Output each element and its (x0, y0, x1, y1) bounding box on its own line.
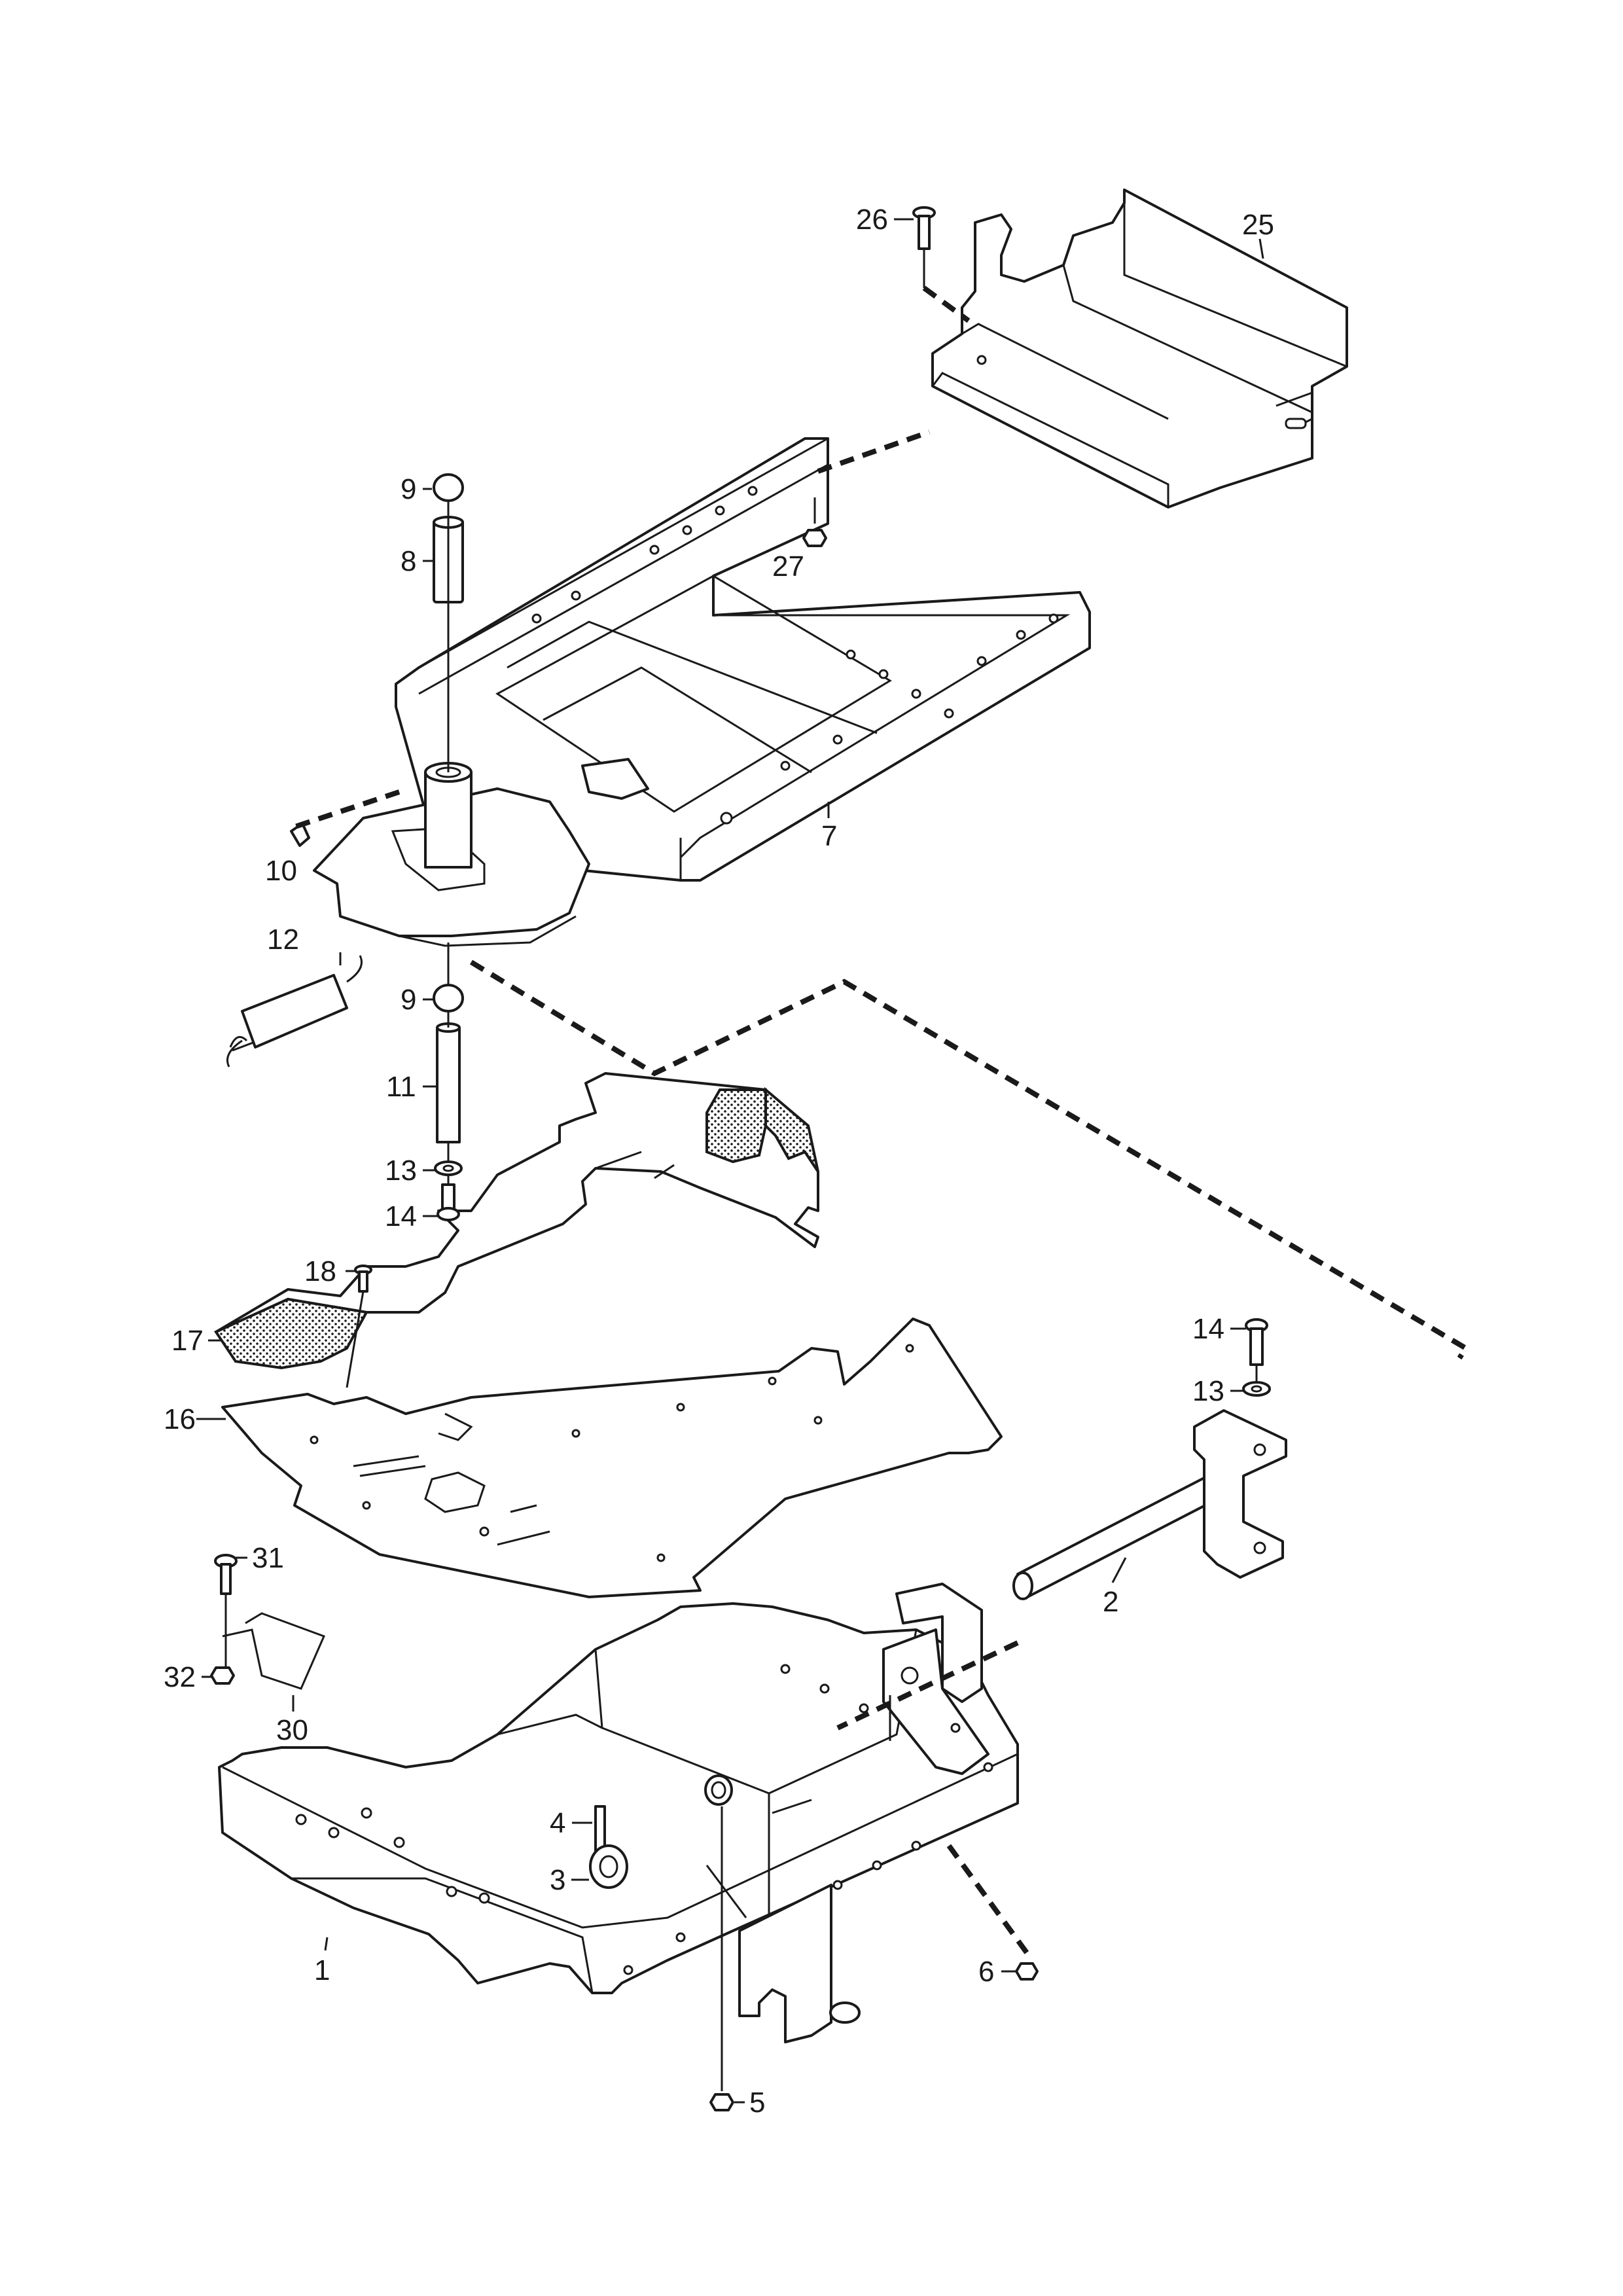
part-26-bolt (912, 206, 936, 250)
callout-17: 17 (171, 1325, 204, 1357)
part-12-spring (226, 955, 363, 1067)
callout-3: 3 (550, 1864, 565, 1896)
callout-18: 18 (304, 1255, 336, 1287)
callout-5: 5 (749, 2087, 765, 2119)
floor-plate-holes (310, 1344, 914, 1562)
frame-holes (531, 486, 1059, 825)
callout-30: 30 (276, 1714, 308, 1746)
part-6-nut (1015, 1962, 1039, 1981)
part-3-bushing (589, 1844, 628, 1889)
part-5-nut (709, 2093, 734, 2111)
callout-14-lower: 14 (385, 1200, 417, 1232)
part-13-washer-upper (1242, 1381, 1271, 1397)
chassis-holes (295, 1664, 993, 1975)
part-30-wire-clip (222, 1612, 326, 1690)
callout-16: 16 (164, 1403, 196, 1435)
part-14-bolt-upper (1245, 1318, 1268, 1366)
assembly-dashed-lines (290, 285, 1470, 1956)
callout-labels: 26 25 9 8 27 7 10 12 9 11 13 14 18 17 16… (164, 204, 1274, 2119)
part-9-lower-cap (433, 984, 464, 1013)
part-14-bolt-lower (437, 1183, 460, 1221)
part-7-seat-frame (313, 437, 1091, 947)
part-11-lower-pin (436, 1022, 461, 1143)
assembly-centerlines (224, 249, 1258, 2091)
callout-26: 26 (856, 204, 888, 236)
part-13-washer-lower (434, 1160, 463, 1176)
callout-11: 11 (386, 1071, 416, 1103)
callout-9-upper: 9 (401, 473, 416, 505)
callout-4: 4 (550, 1807, 565, 1839)
part-9-upper-cap (433, 473, 464, 502)
callout-8: 8 (401, 545, 416, 577)
callout-25: 25 (1242, 209, 1274, 241)
part-16-floor-plate (221, 1318, 1003, 1598)
callout-leaders (196, 218, 1264, 2104)
part-1-chassis (218, 1583, 1019, 2043)
callout-13-lower: 13 (385, 1155, 417, 1187)
part-27-nut (802, 529, 827, 547)
callout-2: 2 (1103, 1586, 1118, 1618)
callout-14-upper: 14 (1192, 1313, 1224, 1345)
callout-9-lower: 9 (401, 984, 416, 1016)
callout-1: 1 (314, 1954, 330, 1986)
callout-13-upper: 13 (1192, 1375, 1224, 1407)
part-25-battery-tray (931, 188, 1348, 509)
callout-10: 10 (265, 855, 297, 887)
callout-31: 31 (252, 1542, 284, 1574)
callout-7: 7 (821, 820, 837, 852)
part-17-floor-mat (214, 1072, 819, 1370)
part-2-pivot-axle (1012, 1409, 1287, 1600)
callout-27: 27 (772, 550, 804, 583)
callout-12: 12 (267, 924, 299, 956)
callout-6: 6 (978, 1956, 994, 1988)
part-32-nut (210, 1666, 235, 1685)
callout-32: 32 (164, 1661, 196, 1693)
part-31-bolt (214, 1554, 238, 1595)
